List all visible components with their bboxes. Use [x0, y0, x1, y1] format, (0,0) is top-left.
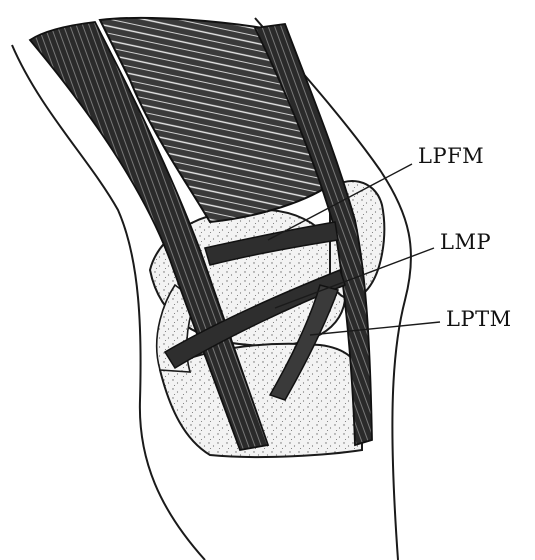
- label-lptm: LPTM: [446, 307, 512, 331]
- label-lmp: LMP: [440, 230, 491, 254]
- label-lpfm: LPFM: [418, 144, 484, 168]
